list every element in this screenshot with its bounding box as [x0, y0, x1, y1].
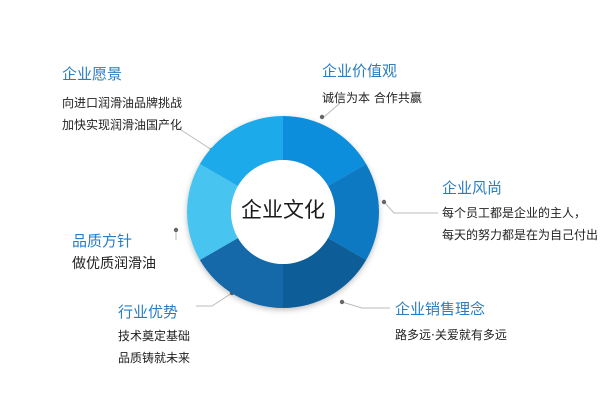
values-block: 企业价值观 诚信为本 合作共赢: [322, 61, 422, 109]
sales-line-1: 路多远·关爱就有多远: [395, 328, 507, 342]
segment-sales: [283, 238, 367, 308]
advantage-title: 行业优势: [118, 303, 179, 321]
style-line-2: 每天的努力都是在为自己付出: [442, 228, 599, 242]
segment-advantage: [199, 238, 283, 308]
connector-values-dot: [319, 114, 325, 120]
segment-quality: [187, 164, 238, 260]
segment-values: [283, 116, 367, 186]
center-circle: [231, 160, 335, 264]
connector-sales-dot: [339, 299, 345, 305]
vision-block: 企业愿景 向进口润滑油品牌挑战 加快实现润滑油国产化: [62, 64, 182, 136]
connector-advantage: [196, 292, 233, 307]
connector-style-dot: [381, 199, 387, 205]
style-line-1: 每个员工都是企业的主人，: [442, 206, 587, 220]
quality-block: 品质方针 做优质润滑油: [72, 231, 156, 275]
quality-title: 品质方针: [72, 232, 133, 250]
center-title: 企业文化: [241, 198, 325, 222]
vision-line-2: 加快实现润滑油国产化: [62, 118, 183, 132]
segment-vision: [199, 116, 283, 186]
advantage-line-2: 品质铸就未来: [118, 351, 191, 365]
vision-title: 企业愿景: [62, 65, 123, 83]
values-title: 企业价值观: [322, 62, 398, 80]
sales-block: 企业销售理念 路多远·关爱就有多远: [395, 299, 507, 346]
ring-segments: [187, 116, 379, 308]
connector-vision: [177, 127, 213, 151]
quality-line-1: 做优质润滑油: [72, 256, 156, 272]
sales-title: 企业销售理念: [395, 300, 486, 318]
connector-style: [383, 201, 438, 214]
advantage-line-1: 技术奠定基础: [118, 329, 191, 343]
style-block: 企业风尚 每个员工都是企业的主人， 每天的努力都是在为自己付出: [442, 178, 598, 246]
connector-sales: [341, 301, 390, 309]
vision-line-1: 向进口润滑油品牌挑战: [62, 96, 183, 110]
advantage-block: 行业优势 技术奠定基础 品质铸就未来: [118, 302, 190, 369]
segment-style: [328, 164, 379, 260]
connector-quality-dot: [173, 227, 179, 233]
style-title: 企业风尚: [442, 179, 503, 197]
values-line-1: 诚信为本 合作共赢: [322, 91, 422, 105]
